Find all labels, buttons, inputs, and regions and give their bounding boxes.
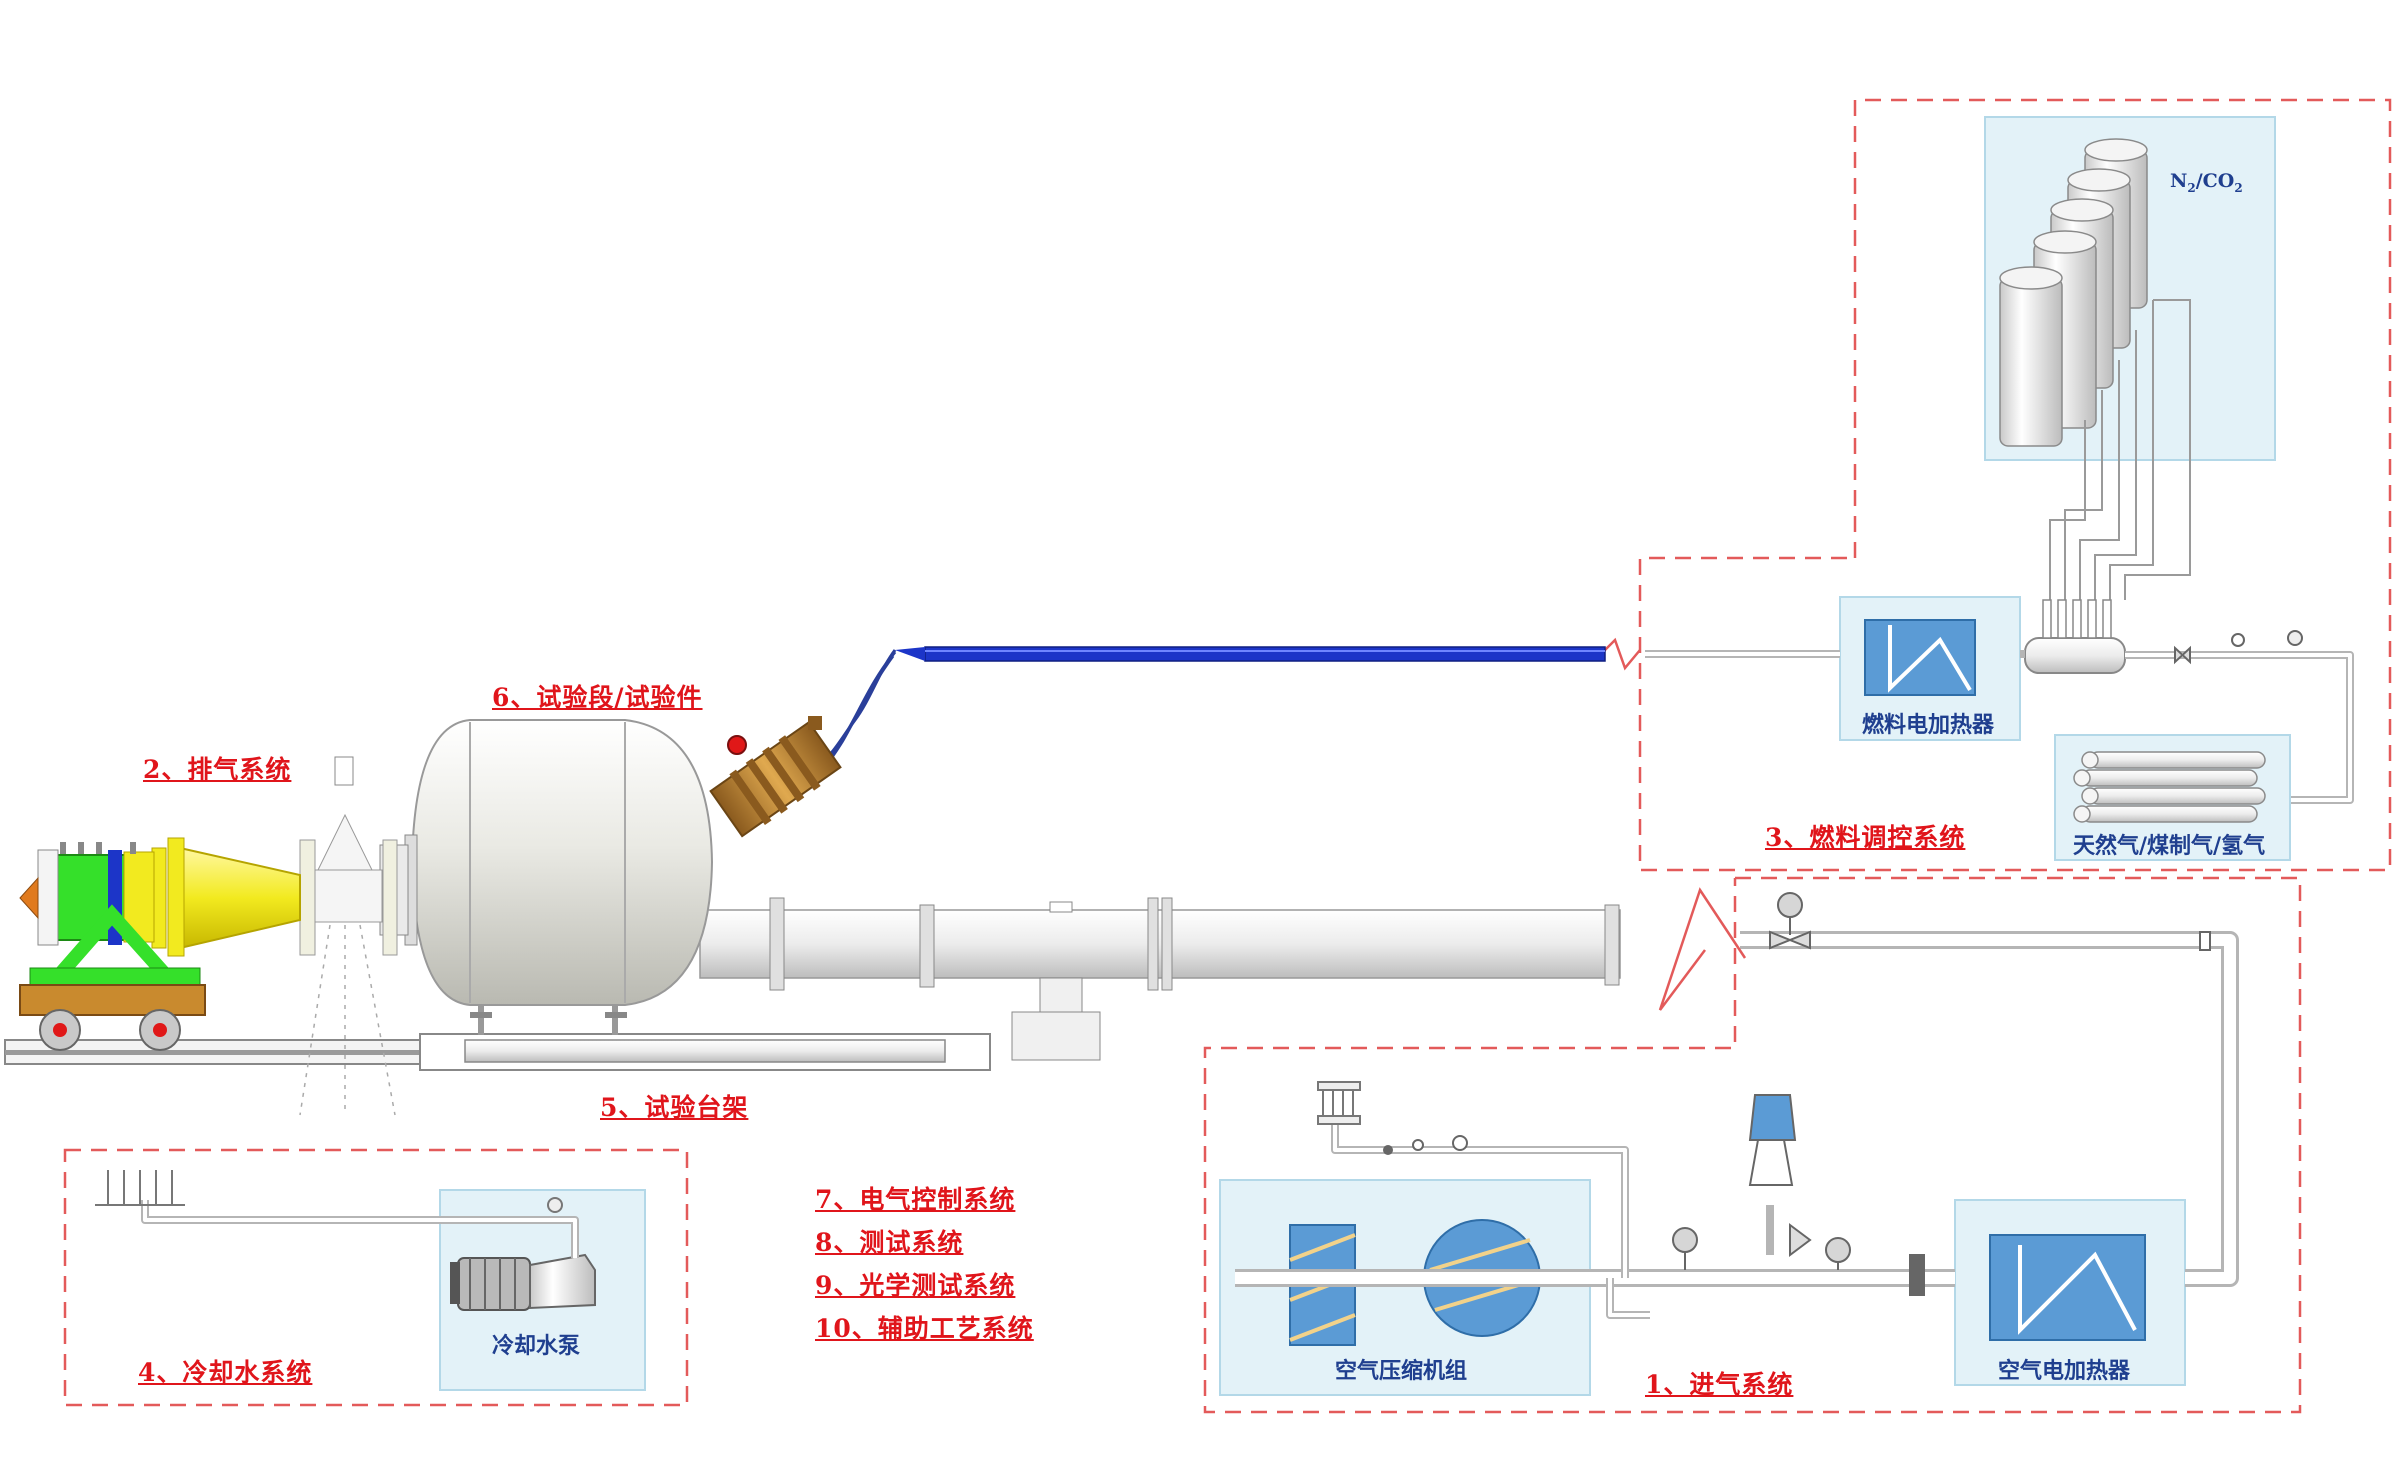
line-break-symbol xyxy=(1599,637,1641,671)
air-line-break-symbol xyxy=(1658,887,1747,1011)
caption-gas-cylinders-sub2: 2 xyxy=(2234,180,2243,195)
caption-gas-cylinders: N2/CO2 xyxy=(2170,170,2243,195)
downstream-duct xyxy=(699,897,1621,1061)
caption-fuel-gas-storage: 天然气/煤制气/氢气 xyxy=(2073,833,2266,859)
air-line-valves xyxy=(1383,1094,1925,1296)
test-piece-igniter xyxy=(709,716,842,838)
fuel-inlet-pipe xyxy=(895,646,1606,662)
label-exhaust-system: 2、排气系统 xyxy=(143,755,292,784)
fuel-electric-heater xyxy=(1839,596,2021,741)
fuel-line-valves xyxy=(2174,630,2303,665)
pressure-vessel xyxy=(379,719,714,1035)
label-auxiliary-process-system: 10、辅助工艺系统 xyxy=(815,1314,1034,1343)
exhaust-section xyxy=(151,756,398,1116)
caption-gas-cylinders-n: N xyxy=(2170,170,2188,192)
cooling-water-manifold xyxy=(95,1170,563,1213)
label-cooling-water-system: 4、冷却水系统 xyxy=(138,1358,313,1387)
fuel-manifold xyxy=(2024,599,2126,674)
air-compressor-unit xyxy=(1219,1179,1591,1396)
boundary-cooling-water-system xyxy=(63,1148,689,1407)
label-test-stand: 5、试验台架 xyxy=(600,1093,749,1122)
caption-air-electric-heater: 空气电加热器 xyxy=(1998,1358,2131,1384)
boundary-fuel-system xyxy=(1638,98,2392,872)
label-electrical-control-system: 7、电气控制系统 xyxy=(815,1185,1016,1214)
fuel-gas-storage xyxy=(2054,734,2291,861)
label-fuel-control-system: 3、燃料调控系统 xyxy=(1765,823,1966,852)
air-intake-filter xyxy=(1317,1081,1361,1125)
label-air-intake-system: 1、进气系统 xyxy=(1645,1370,1794,1399)
gas-cylinder-bank xyxy=(1984,116,2276,600)
boundary-air-intake-system xyxy=(1203,876,2302,1414)
upper-air-valve xyxy=(1769,892,2211,951)
engine-cart xyxy=(19,842,206,1051)
caption-air-compressor-unit: 空气压缩机组 xyxy=(1335,1358,1468,1384)
caption-cooling-water-pump: 冷却水泵 xyxy=(492,1333,581,1359)
label-test-section: 6、试验段/试验件 xyxy=(492,683,703,712)
label-optical-measurement-system: 9、光学测试系统 xyxy=(815,1271,1016,1300)
caption-fuel-electric-heater: 燃料电加热器 xyxy=(1862,712,1995,738)
caption-gas-cylinders-co: /CO xyxy=(2195,170,2235,192)
label-measurement-system: 8、测试系统 xyxy=(815,1228,964,1257)
air-electric-heater xyxy=(1954,1199,2186,1386)
caption-gas-cylinders-sub1: 2 xyxy=(2187,180,2196,195)
